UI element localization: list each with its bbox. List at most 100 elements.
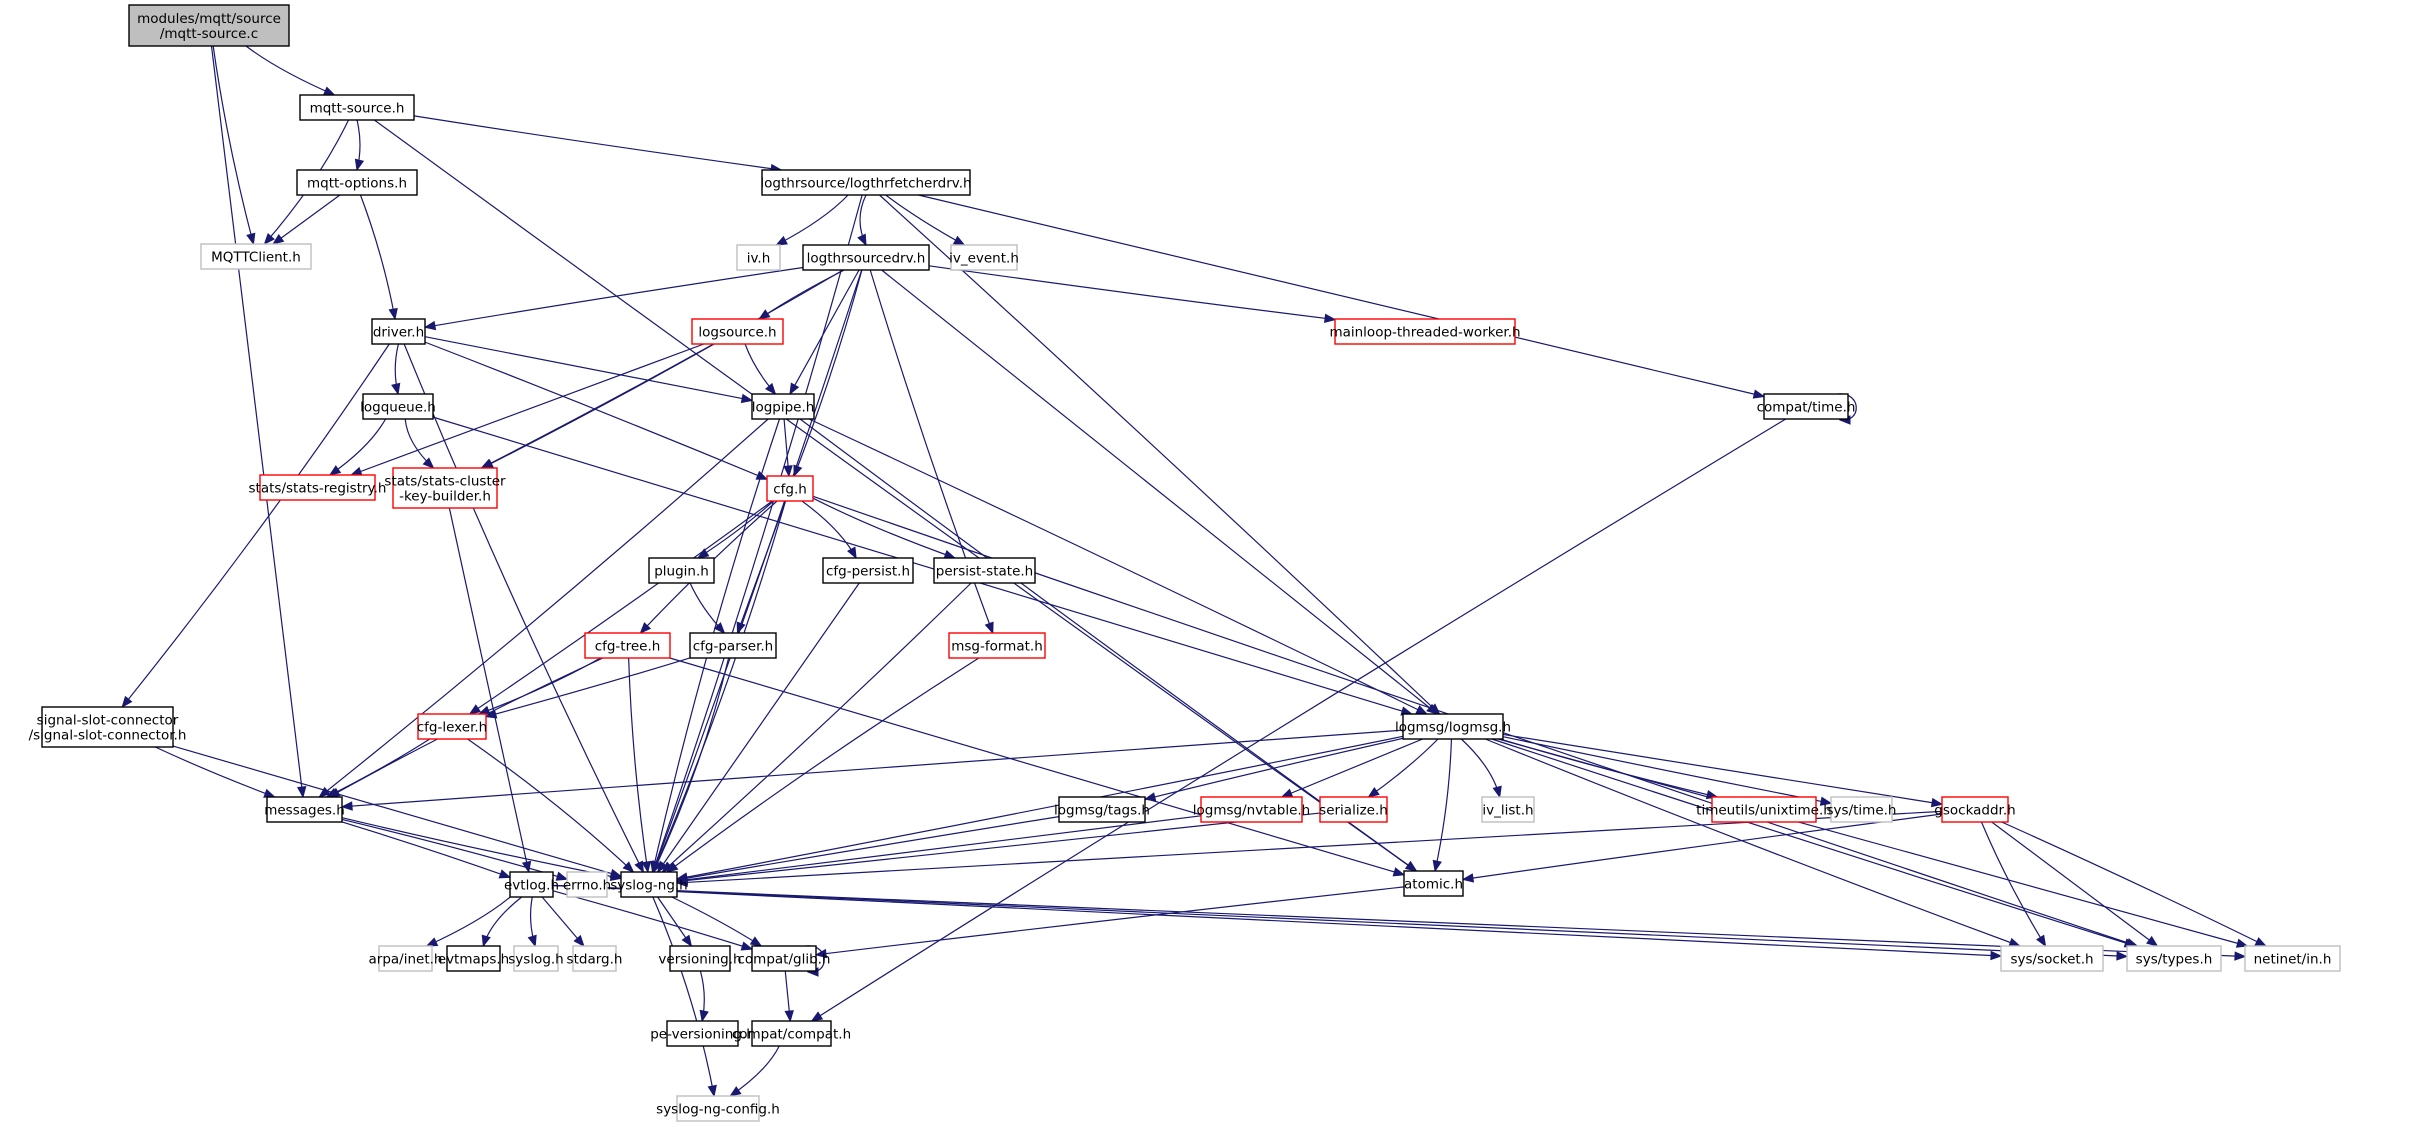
node-label: syslog.h [508,952,563,968]
node-box [2244,945,2341,972]
node-label: logpipe.h [752,400,815,416]
edge-cfg_lexer_h-to-messages_h [326,738,431,798]
node-evtmaps-h[interactable]: evtmaps.h [438,945,509,972]
arrowhead-logmsg_h-to-serialize_h [1367,787,1380,798]
node-box [572,945,617,972]
node-messages-h[interactable]: messages.h [264,796,345,823]
node-mqtt-source-h[interactable]: mqtt-source.h [299,94,415,121]
node-pe-versioning-h[interactable]: pe-versioning.h [650,1020,755,1047]
node-label: gsockaddr.h [1934,803,2015,819]
node-compat-time-h[interactable]: compat/time.h [1757,393,1856,420]
arrowhead-evtlog_h-to-stdarg_h [573,934,585,948]
edge-tags_h-to-syslog_ng_h [676,816,1060,881]
node-tags-h[interactable]: logmsg/tags.h [1054,796,1150,823]
edge-logpipe_h-to-messages_h [318,418,769,798]
node-compat-glib-h[interactable]: compat/glib.h [737,945,831,972]
arrowhead-mqtt_source_h-to-mqttclient_h [263,232,275,246]
node-label: stdarg.h [567,952,623,968]
node-label: /signal-slot-connector.h [29,728,187,744]
node-label: MQTTClient.h [211,250,301,266]
node-persist-state-h[interactable]: persist-state.h [933,557,1036,584]
edge-logthrfetcherdrv_h-to-iv_h [776,194,849,246]
node-syslog-ng-config-h: syslog-ng-config.h [656,1095,780,1122]
arrowhead-evtlog_h-to-sys_socket_h [1990,950,2003,961]
edge-logmsg_h-to-gsockaddr_h [1502,733,1943,805]
node-msg-format-h[interactable]: msg-format.h [948,632,1046,659]
node-cfg-h[interactable]: cfg.h [766,475,814,502]
node-compat-compat-h[interactable]: compat/compat.h [732,1020,851,1047]
arrowhead-compat_time_h-to-compat_compat_h [810,1011,824,1022]
node-logsource-h[interactable]: logsource.h [691,318,784,345]
node-nvtable-h[interactable]: logmsg/nvtable.h [1193,796,1310,823]
node-box [950,244,1018,271]
node-box [736,244,781,271]
node-stats-registry-h[interactable]: stats/stats-registry.h [249,474,387,501]
node-cfg-tree-h[interactable]: cfg-tree.h [584,632,671,659]
edge-compat_time_h-to-compat_compat_h [811,418,1787,1022]
node-label: compat/compat.h [732,1027,851,1043]
node-atomic-h[interactable]: atomic.h [1403,870,1464,897]
edge-logthrsourcedrv_h-to-logmsg_h [881,269,1438,715]
node-label: mqtt-options.h [307,176,407,192]
arrowhead-cfg_lexer_h-to-syslog_ng_h [622,861,635,873]
node-box [648,557,715,584]
node-evtlog-h[interactable]: evtlog.h [504,871,559,898]
node-stats-ckb-h[interactable]: stats/stats-cluster-key-builder.h [384,467,506,509]
arrowhead-logthrfetcherdrv_h-to-iv_event_h [952,235,966,246]
node-cfg-parser-h[interactable]: cfg-parser.h [689,632,777,659]
arrowhead-gsockaddr_h-to-netinet_in_h [2254,937,2268,947]
arrowhead-messages_h-to-errno_h [555,871,569,881]
node-label: /mqtt-source.c [160,26,258,42]
arrowhead-logthrsourcedrv_h-to-mainloop_tw_h [1323,313,1337,323]
arrowhead-logmsg_h-to-sys_time_h [1819,796,1833,806]
node-cfg-lexer-h[interactable]: cfg-lexer.h [417,713,487,740]
node-label: logmsg/tags.h [1054,803,1150,819]
arrowhead-compat_glib_h-to-compat_compat_h [784,1010,794,1023]
node-box [296,169,418,196]
arrowhead-compat_compat_h-to-syslog_ng_config_h [729,1086,742,1097]
node-versioning-h[interactable]: versioning.h [658,945,742,972]
node-plugin-h[interactable]: plugin.h [648,557,715,584]
node-syslog-ng-h[interactable]: syslog-ng.h [610,871,688,898]
arrowhead-evtlog_h-to-syslog_h [527,934,537,948]
arrowhead-logqueue_h-to-stats_ckb_h [422,457,435,469]
node-cfg-persist-h[interactable]: cfg-persist.h [822,557,914,584]
node-unixtime-h[interactable]: timeutils/unixtime.h [1696,796,1832,823]
edge-logmsg_h-to-serialize_h [1368,738,1439,798]
edge-evtlog_h-to-sys_types_h [552,884,2128,957]
node-serialize-h[interactable]: serialize.h [1319,796,1388,823]
node-logpipe-h[interactable]: logpipe.h [751,393,815,420]
edge-evtlog_h-to-netinet_in_h [552,884,2246,958]
node-gsockaddr-h[interactable]: gsockaddr.h [1934,796,2016,823]
node-box [1711,796,1817,823]
arrowhead-logmsg_h-to-sys_socket_h [2008,937,2021,947]
edge-gsockaddr_h-to-sys_socket_h [1980,821,2047,947]
node-root[interactable]: modules/mqtt/source/mqtt-source.c [128,4,290,47]
edge-gsockaddr_h-to-netinet_in_h [2001,821,2267,947]
node-label: compat/time.h [1757,400,1856,416]
node-label: logqueue.h [360,400,436,416]
edge-cfg_lexer_h-to-syslog_ng_h [467,738,634,873]
node-signal-slot-h[interactable]: signal-slot-connector/signal-slot-connec… [29,706,187,748]
arrowhead-logthrsourcedrv_h-to-logpipe_h [789,382,800,396]
node-box [584,632,671,659]
edge-mqtt_options_h-to-driver_h [359,194,396,320]
node-mqtt-options-h[interactable]: mqtt-options.h [296,169,418,196]
node-logqueue-h[interactable]: logqueue.h [360,393,436,420]
node-label: persist-state.h [936,564,1033,580]
node-logthrfetcherdrv-h[interactable]: logthrsource/logthrfetcherdrv.h [760,169,972,196]
arrowhead-cfg_h-to-cfg_parser_h [736,621,746,635]
node-mainloop-tw-h[interactable]: mainloop-threaded-worker.h [1329,318,1521,345]
nodes-layer: modules/mqtt/source/mqtt-source.c mqtt-so… [29,4,2341,1122]
edge-logthrfetcherdrv_h-to-syslog_ng_h [652,194,863,873]
arrowhead-messages_h-to-evtlog_h [498,869,512,879]
node-logmsg-h[interactable]: logmsg/logmsg.h [1395,713,1511,740]
arrowhead-logmsg_h-to-nvtable_h [1280,788,1294,798]
node-driver-h[interactable]: driver.h [371,318,426,345]
node-logthrsourcedrv-h[interactable]: logthrsourcedrv.h [802,244,930,271]
edge-msg_format_h-to-syslog_ng_h [666,657,980,873]
node-label: cfg-parser.h [693,639,774,655]
node-label: logsource.h [698,325,776,341]
arrowhead-persist_state_h-to-syslog_ng_h [661,861,674,873]
edge-signal_slot_h-to-messages_h [155,746,275,798]
